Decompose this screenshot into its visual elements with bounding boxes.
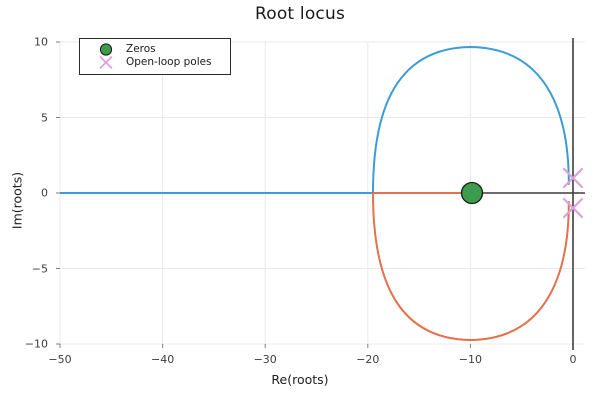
xtick-label-neg20: −20 bbox=[356, 353, 380, 366]
xtick-label-neg30: −30 bbox=[253, 353, 277, 366]
tick-marks bbox=[56, 41, 574, 348]
xtick-label-neg40: −40 bbox=[150, 353, 175, 366]
x-marker-icon bbox=[99, 56, 113, 69]
legend-item-zeros: Zeros bbox=[80, 42, 232, 57]
legend-item-open-loop-poles: Open-loop poles bbox=[80, 55, 232, 70]
plot-title: Root locus bbox=[254, 4, 346, 24]
pole-marker-lower bbox=[562, 197, 584, 219]
legend: Zeros Open-loop poles bbox=[79, 38, 231, 75]
legend-label-zeros: Zeros bbox=[126, 43, 156, 55]
xtick-label-neg50: −50 bbox=[48, 353, 72, 366]
xtick-label-neg10: −10 bbox=[458, 353, 482, 366]
ytick-label-neg10: −10 bbox=[24, 337, 48, 351]
ytick-label-0: 0 bbox=[41, 186, 48, 200]
locus-branch-lower-arc bbox=[372, 192, 570, 342]
xtick-label-0: 0 bbox=[569, 353, 577, 366]
circle-marker-icon bbox=[99, 43, 113, 56]
pole-marker-upper bbox=[562, 167, 584, 189]
ytick-label-5: 5 bbox=[41, 111, 48, 124]
x-axis-label: Re(roots) bbox=[271, 372, 329, 387]
y-axis-label: Im(roots) bbox=[9, 171, 25, 230]
zero-marker bbox=[460, 181, 484, 205]
legend-label-open-loop-poles: Open-loop poles bbox=[126, 56, 212, 68]
ytick-label-neg5: −5 bbox=[31, 262, 48, 275]
locus-branch-upper-arc bbox=[372, 45, 570, 194]
ytick-label-10: 10 bbox=[34, 35, 48, 49]
